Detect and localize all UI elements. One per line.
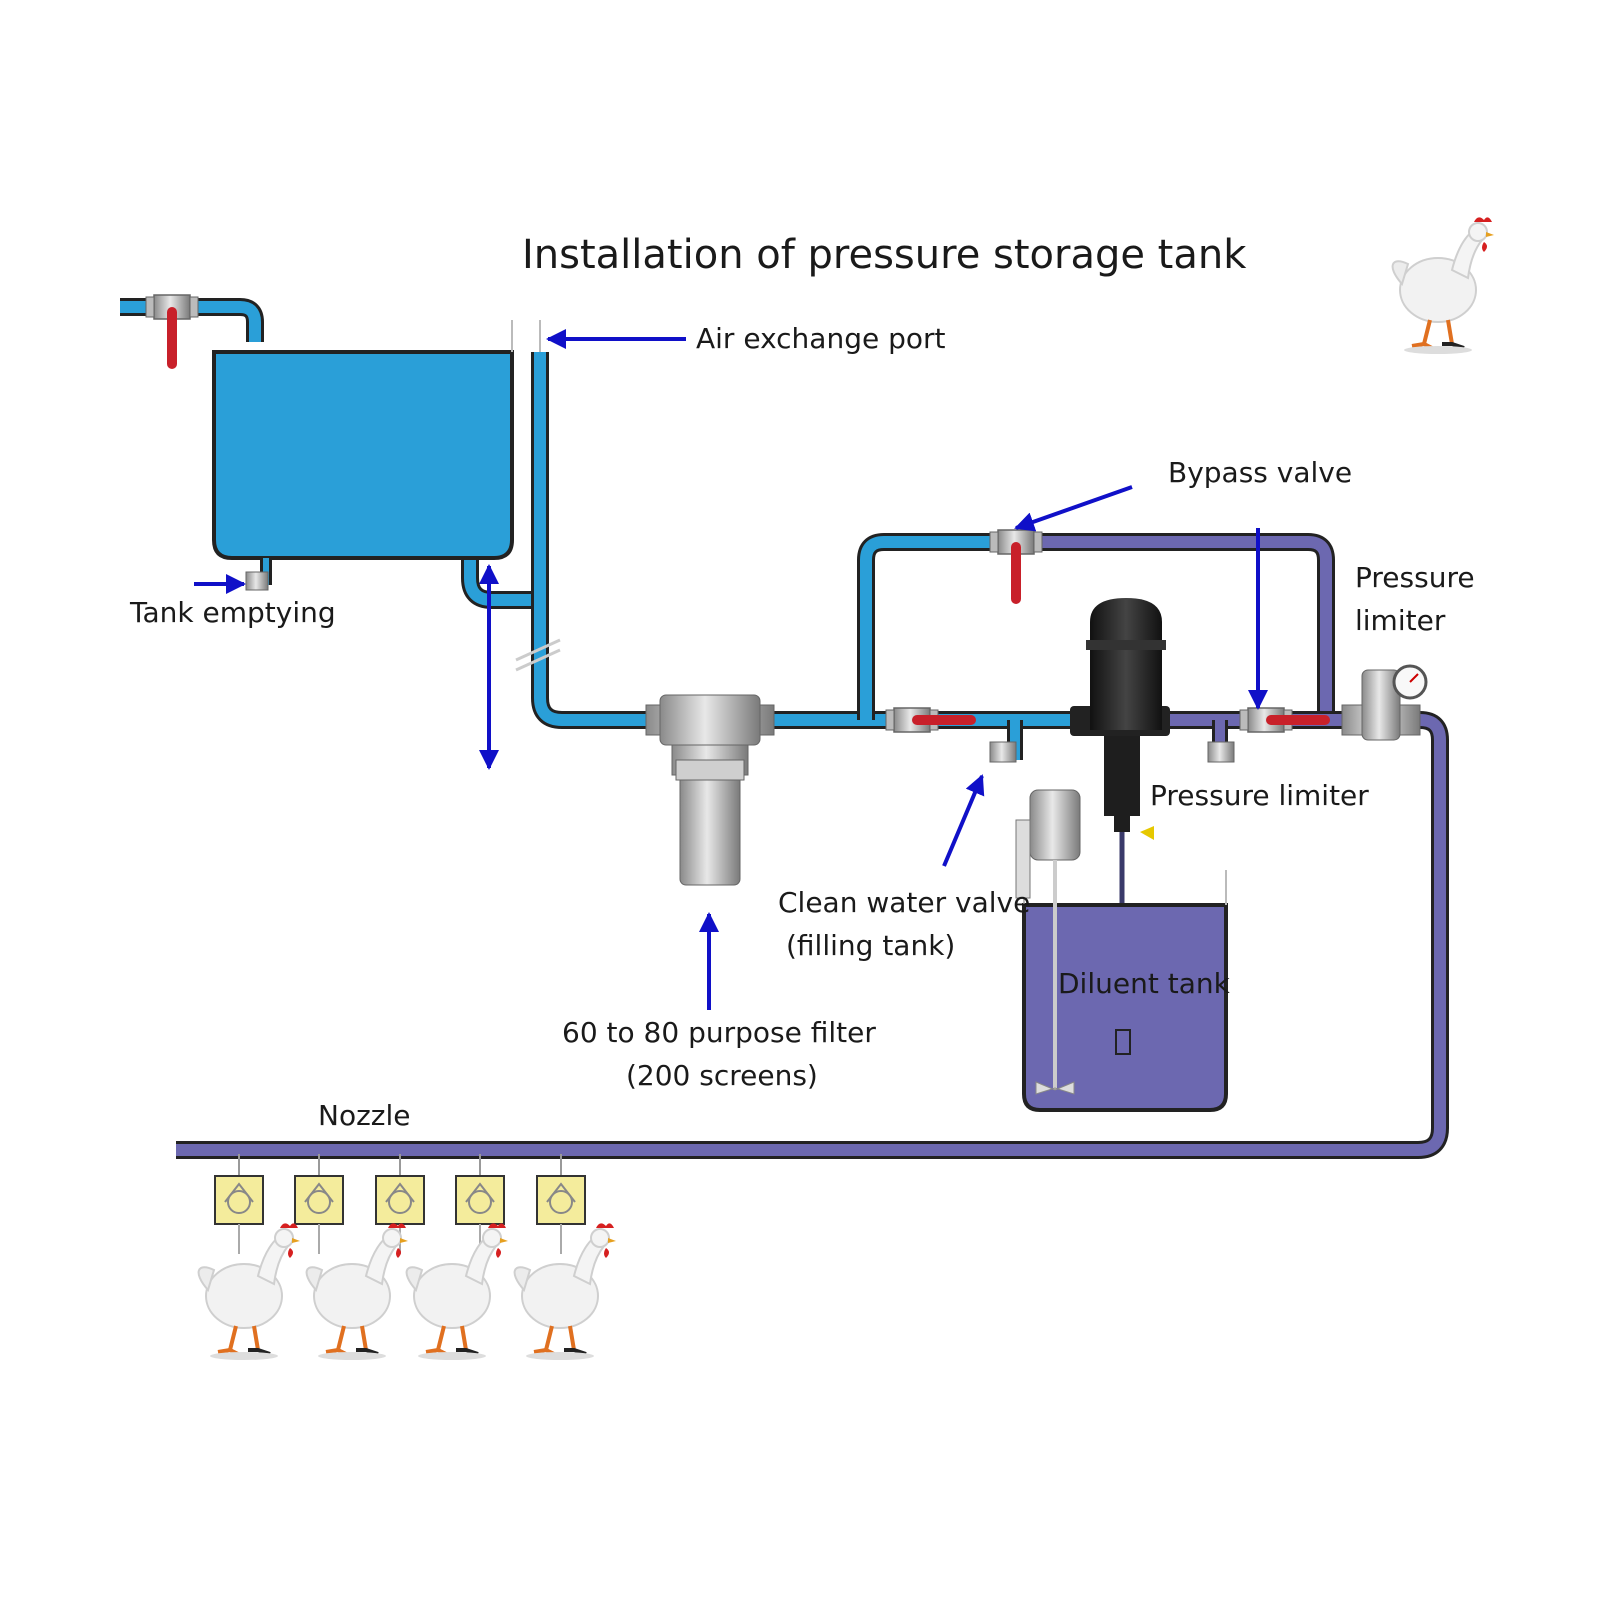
nozzle-2 (294, 1153, 344, 1255)
label-air-exchange-port: Air exchange port (696, 322, 946, 355)
bypass-valve-handle[interactable] (1011, 542, 1021, 604)
label-pressure-limiter: Pressure limiter (1150, 779, 1369, 812)
label-clean-water-valve-2: (filling tank) (786, 929, 955, 962)
label-pressure-limiter-top-2: limiter (1355, 604, 1446, 637)
inlet-valve-handle[interactable] (167, 307, 177, 369)
nozzle-1 (214, 1153, 264, 1255)
chicken-top-right (1390, 215, 1496, 356)
clean-water-valve[interactable] (989, 741, 1017, 763)
chicken-3 (404, 1221, 510, 1362)
chicken-4 (512, 1221, 618, 1362)
tank-emptying-valve[interactable] (245, 571, 269, 591)
label-tank-emptying: Tank emptying (129, 596, 336, 629)
label-clean-water-valve-1: Clean water valve (778, 886, 1030, 919)
chicken-2 (304, 1221, 410, 1362)
label-bypass-valve: Bypass valve (1168, 456, 1352, 489)
inlet-line-valve-handle[interactable] (912, 715, 976, 725)
clean-water-pipes (120, 298, 1075, 760)
mixer-motor (1015, 789, 1081, 1095)
bypass-valve[interactable] (989, 529, 1043, 604)
pressure-limiter-device (1341, 664, 1428, 741)
diagram-title: Installation of pressure storage tank (522, 232, 1247, 278)
label-pressure-limiter-top-1: Pressure (1355, 561, 1475, 594)
outlet-line-valve-handle[interactable] (1266, 715, 1330, 725)
label-filter-2: (200 screens) (626, 1059, 818, 1092)
outlet-line-valve[interactable] (1239, 707, 1330, 733)
label-diluent-tank: Diluent tank (1058, 967, 1231, 1000)
diluted-water-pipes (176, 533, 1449, 1159)
annotation-arrows (194, 329, 1268, 1010)
chicken-1 (196, 1221, 302, 1362)
inlet-valve[interactable] (145, 294, 199, 369)
pipe-break-mark (515, 638, 561, 672)
label-nozzle: Nozzle (318, 1099, 410, 1132)
label-filter-1: 60 to 80 purpose filter (562, 1016, 876, 1049)
arrow-bypass-valve (1014, 485, 1133, 532)
drain-valve[interactable] (1207, 741, 1235, 763)
filter (645, 694, 775, 886)
storage-tank (212, 320, 541, 591)
arrow-clean-water-valve (942, 774, 985, 867)
diluent-tank (1022, 870, 1228, 1112)
inlet-line-valve[interactable] (885, 707, 976, 733)
nozzle-5 (536, 1153, 586, 1255)
